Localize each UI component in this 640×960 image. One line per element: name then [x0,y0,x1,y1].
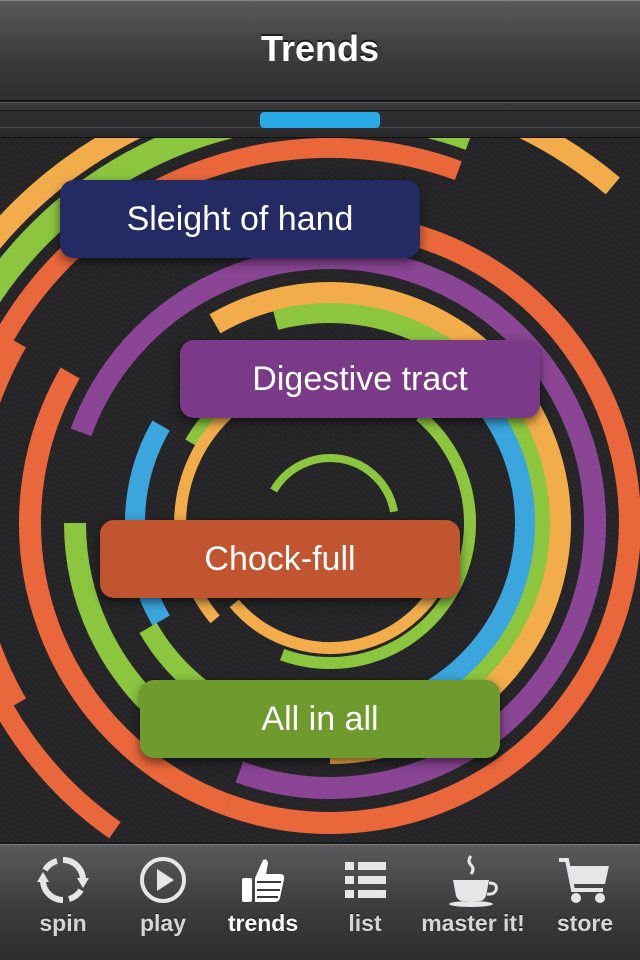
tab-list[interactable]: list [320,852,410,952]
word-button-digestive-tract[interactable]: Digestive tract [180,340,540,418]
ring-arc [0,138,620,249]
page-indicator[interactable] [260,112,380,128]
cart-icon [559,858,609,903]
tab-play-label: play [139,910,187,936]
tab-list-label: list [348,910,382,936]
ring-arc [0,138,462,839]
word-button-all-in-all[interactable]: All in all [140,680,500,758]
refresh-icon [37,857,89,903]
coffee-cup-icon [449,855,498,907]
page-title: Trends [260,28,380,69]
ring-arc [270,454,398,513]
tab-bar: spin play trends [0,842,640,960]
tab-spin[interactable]: spin [18,852,108,952]
ring-arc [70,246,607,799]
tab-spin-label: spin [39,910,87,936]
ring-arc [0,138,471,303]
trends-content: Sleight of hand Digestive tract Chock-fu… [0,138,640,842]
ring-arc [0,338,26,708]
list-icon [345,862,386,898]
tab-master-it[interactable]: master it! [418,852,528,952]
word-button-chock-full[interactable]: Chock-full [100,520,460,598]
play-icon [140,857,186,903]
page-indicator-bar [0,102,640,139]
tab-trends[interactable]: trends [218,852,308,952]
word-button-sleight-of-hand[interactable]: Sleight of hand [60,180,420,258]
title-bar: Trends [0,0,640,102]
ring-arc [19,367,232,816]
tab-trends-label: trends [227,910,299,936]
tab-master-it-label: master it! [421,910,525,936]
thumbs-up-icon [242,859,285,902]
ring-arc [223,213,640,834]
tab-store-label: store [556,910,614,936]
tab-store[interactable]: store [540,852,630,952]
tab-play[interactable]: play [118,852,208,952]
